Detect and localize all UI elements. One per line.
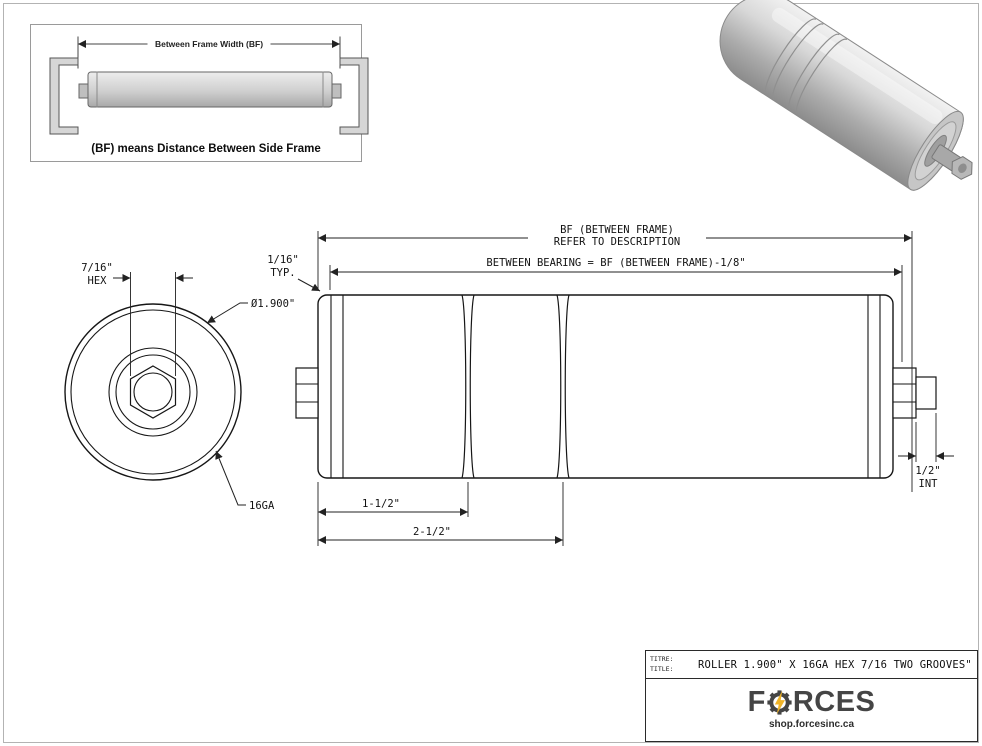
inset-roller-body: [87, 71, 333, 108]
roller-end-view: 7/16" HEX Ø1.900" 16GA: [64, 262, 295, 512]
sheet-border: [3, 3, 979, 743]
title-label-fr: TITRE:: [650, 654, 674, 663]
hex-bore: [129, 365, 177, 419]
right-shaft-extension: [915, 376, 937, 410]
bf-dimension-line1: BF (BETWEEN FRAME): [560, 224, 674, 236]
title-labels: TITRE: TITLE:: [646, 653, 696, 677]
inset-caption: (BF) means Distance Between Side Frame: [91, 143, 320, 155]
typ-dimension-value: 1/16": [267, 254, 299, 266]
between-bearing-dimension: BETWEEN BEARING = BF (BETWEEN FRAME)-1/8…: [486, 257, 745, 269]
groove1-dimension: 1-1/2": [362, 498, 400, 510]
hex-word-dimension: HEX: [88, 275, 108, 287]
left-shaft: [295, 367, 319, 419]
right-side-frame: [339, 57, 369, 135]
title-block: TITRE: TITLE: ROLLER 1.900" X 16GA HEX 7…: [645, 650, 978, 742]
roller-3d-render: [719, 0, 973, 191]
typ-dimension-word: TYP.: [270, 267, 295, 279]
brand-letter-f: F: [747, 686, 766, 718]
title-row: TITRE: TITLE: ROLLER 1.900" X 16GA HEX 7…: [646, 651, 977, 679]
website-url: shop.forcesinc.ca: [768, 719, 855, 730]
bf-legend-inset: Between Frame Width (BF) (BF) means Dist…: [30, 24, 369, 162]
hex-size-dimension: 7/16": [81, 262, 113, 274]
bf-dimension-line2: REFER TO DESCRIPTION: [554, 236, 680, 248]
groove2-dimension: 2-1/2": [413, 526, 451, 538]
groove-rings: [764, 18, 848, 116]
brand-row: F RCES shop.forcesinc.ca: [646, 679, 977, 739]
shaft-dimension-word: INT: [919, 478, 939, 490]
gear-lightning-icon: [767, 690, 792, 715]
drawing-title: ROLLER 1.900" X 16GA HEX 7/16 TWO GROOVE…: [698, 658, 972, 671]
gauge-dimension: 16GA: [249, 500, 275, 512]
shaft-dimension-value: 1/2": [915, 465, 940, 477]
title-label-en: TITLE:: [650, 664, 674, 673]
inset-bf-dimension-label: Between Frame Width (BF): [155, 39, 263, 49]
diameter-dimension: Ø1.900": [251, 298, 295, 310]
forces-logo: F RCES: [748, 688, 876, 717]
left-side-frame: [49, 57, 79, 135]
roller-side-view: BF (BETWEEN FRAME) REFER TO DESCRIPTION …: [267, 224, 954, 546]
roller-grooves: [461, 294, 570, 479]
right-shaft: [892, 367, 917, 419]
brand-letters-rces: RCES: [792, 686, 876, 718]
